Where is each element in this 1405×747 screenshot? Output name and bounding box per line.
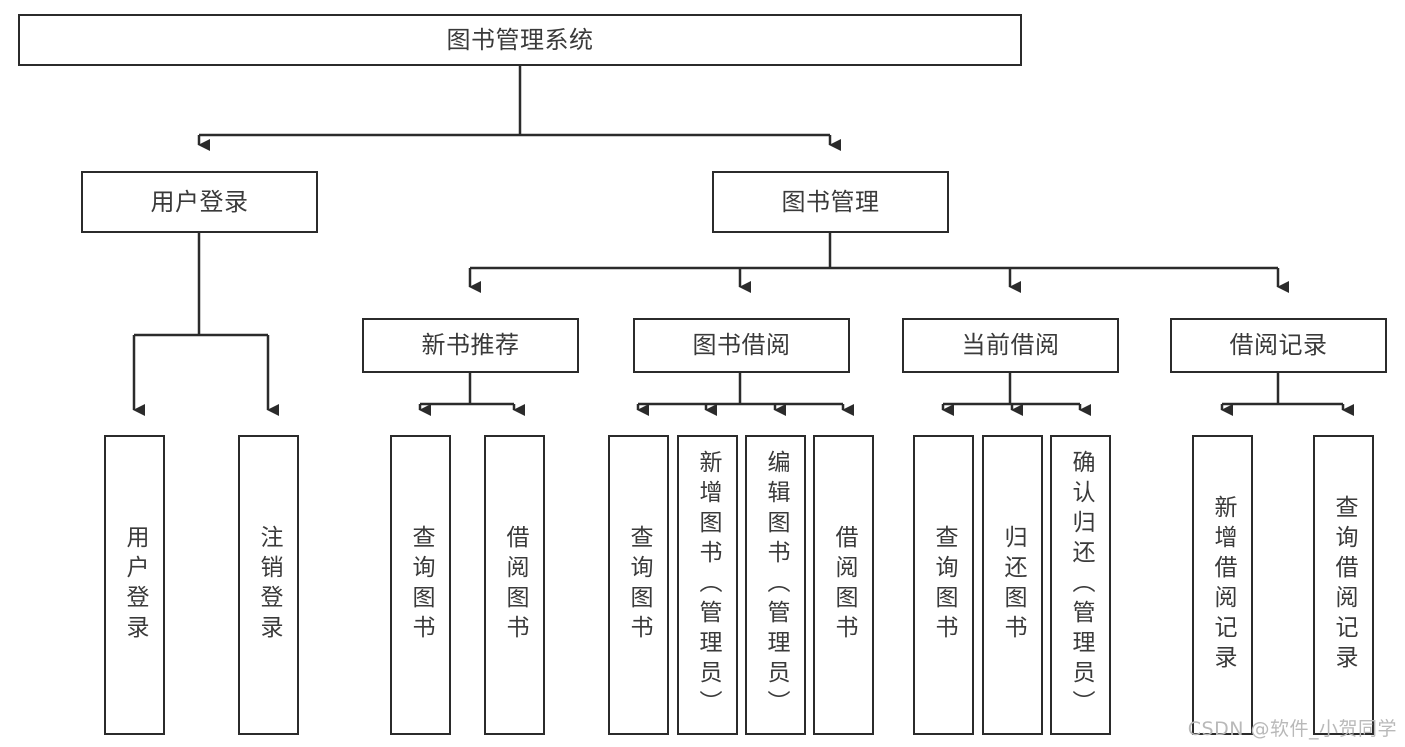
node-user-login[interactable]: 用户登录 (81, 171, 318, 233)
node-leaf-query-book-3[interactable]: 查询图书 (913, 435, 974, 735)
node-leaf-edit-book[interactable]: 编辑图书（管理员） (745, 435, 806, 735)
node-leaf-query-borrow-record-label: 查询借阅记录 (1331, 495, 1357, 675)
node-book-management[interactable]: 图书管理 (712, 171, 949, 233)
node-leaf-query-book-2[interactable]: 查询图书 (608, 435, 669, 735)
node-leaf-user-login[interactable]: 用户登录 (104, 435, 165, 735)
node-new-book-recommend[interactable]: 新书推荐 (362, 318, 579, 373)
node-user-login-label: 用户登录 (150, 187, 249, 216)
node-leaf-add-borrow-record-label: 新增借阅记录 (1210, 495, 1236, 675)
node-leaf-logout-login[interactable]: 注销登录 (238, 435, 299, 735)
node-leaf-logout-login-label: 注销登录 (256, 525, 282, 645)
node-leaf-query-book-1[interactable]: 查询图书 (390, 435, 451, 735)
node-leaf-borrow-book-2-label: 借阅图书 (831, 525, 857, 645)
node-leaf-add-book[interactable]: 新增图书（管理员） (677, 435, 738, 735)
node-borrow-record[interactable]: 借阅记录 (1170, 318, 1387, 373)
node-current-borrow-label: 当前借阅 (961, 331, 1060, 360)
node-current-borrow[interactable]: 当前借阅 (902, 318, 1119, 373)
node-leaf-confirm-return[interactable]: 确认归还（管理员） (1050, 435, 1111, 735)
node-leaf-borrow-book-2[interactable]: 借阅图书 (813, 435, 874, 735)
node-leaf-borrow-book-1-label: 借阅图书 (502, 525, 528, 645)
node-leaf-add-borrow-record[interactable]: 新增借阅记录 (1192, 435, 1253, 735)
node-leaf-query-book-1-label: 查询图书 (408, 525, 434, 645)
node-new-book-recommend-label: 新书推荐 (421, 331, 520, 360)
node-leaf-borrow-book-1[interactable]: 借阅图书 (484, 435, 545, 735)
node-root-label: 图书管理系统 (446, 25, 594, 54)
node-leaf-edit-book-label: 编辑图书（管理员） (763, 450, 789, 720)
node-root[interactable]: 图书管理系统 (18, 14, 1022, 66)
node-leaf-query-book-2-label: 查询图书 (626, 525, 652, 645)
node-leaf-return-book[interactable]: 归还图书 (982, 435, 1043, 735)
node-leaf-confirm-return-label: 确认归还（管理员） (1068, 450, 1094, 720)
node-leaf-user-login-label: 用户登录 (122, 525, 148, 645)
node-leaf-add-book-label: 新增图书（管理员） (695, 450, 721, 720)
node-leaf-return-book-label: 归还图书 (1000, 525, 1026, 645)
node-book-borrow[interactable]: 图书借阅 (633, 318, 850, 373)
node-book-management-label: 图书管理 (781, 187, 880, 216)
node-leaf-query-borrow-record[interactable]: 查询借阅记录 (1313, 435, 1374, 735)
csdn-watermark: CSDN @软件_小贺同学 (1187, 718, 1397, 740)
node-book-borrow-label: 图书借阅 (692, 331, 791, 360)
node-borrow-record-label: 借阅记录 (1229, 331, 1328, 360)
node-leaf-query-book-3-label: 查询图书 (931, 525, 957, 645)
